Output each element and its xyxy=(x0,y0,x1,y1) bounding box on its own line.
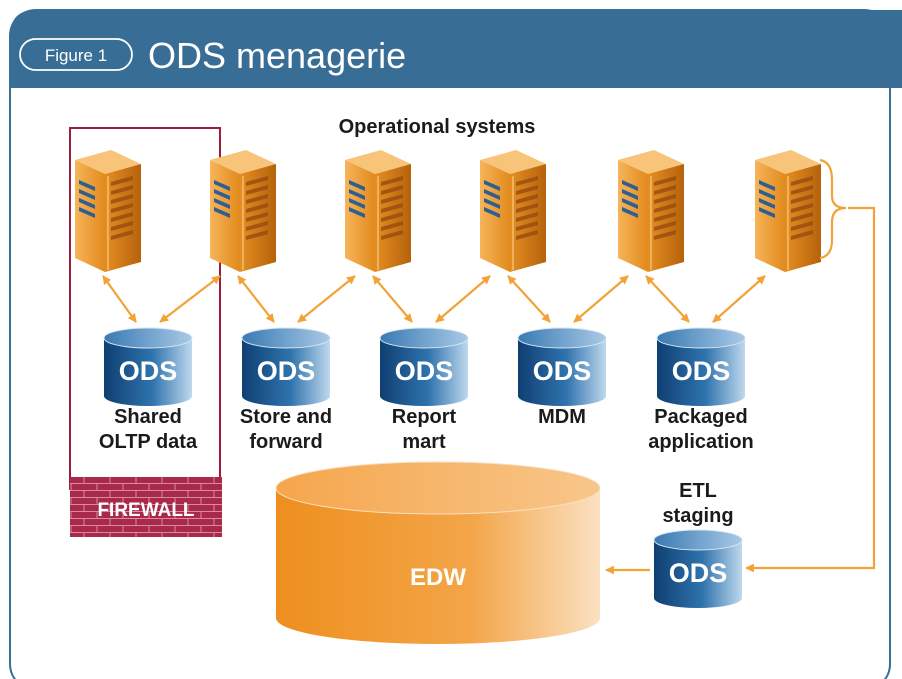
ods-cylinder: ODS xyxy=(241,327,331,406)
firewall-label: FIREWALL xyxy=(97,500,194,521)
figure-label: Figure 1 xyxy=(45,46,107,65)
figure-badge xyxy=(19,38,133,71)
ods-databases: ODS ODS ODS ODS ODS ODS xyxy=(103,327,746,608)
ods-caption-line: Store and xyxy=(240,406,332,428)
bidirectional-arrow xyxy=(297,275,356,323)
ods-label: ODS xyxy=(395,356,454,386)
brick-wall xyxy=(70,477,222,537)
bidirectional-arrow xyxy=(712,275,766,323)
ods-cylinder: ODS xyxy=(103,327,193,406)
ods-cylinder: ODS xyxy=(653,529,743,608)
operational-systems-label: Operational systems xyxy=(339,116,536,138)
ods-caption-line: Shared xyxy=(114,406,182,428)
bidirectional-arrow xyxy=(102,275,137,323)
bidirectional-arrow xyxy=(372,275,413,323)
bidirectional-arrow xyxy=(507,275,551,323)
firewall: FIREWALL xyxy=(69,127,222,537)
ods-caption-line: Packaged xyxy=(654,406,747,428)
connector-arrows xyxy=(102,275,766,323)
server-icon xyxy=(480,150,546,272)
ods-caption-line: mart xyxy=(402,431,446,453)
edw-database: EDW xyxy=(275,461,601,644)
ods-cylinder: ODS xyxy=(379,327,469,406)
server-icon xyxy=(210,150,276,272)
staging-caption-line2: staging xyxy=(662,505,733,527)
operational-servers xyxy=(75,150,821,272)
ods-label: ODS xyxy=(672,356,731,386)
bracket-connector xyxy=(745,158,876,573)
ods-label: ODS xyxy=(257,356,316,386)
ods-label: ODS xyxy=(119,356,178,386)
ods-cylinder: ODS xyxy=(656,327,746,406)
ods-caption-line: forward xyxy=(249,431,322,453)
server-icon xyxy=(75,150,141,272)
server-icon xyxy=(618,150,684,272)
ods-caption-line: MDM xyxy=(538,406,586,428)
bidirectional-arrow xyxy=(237,275,275,323)
ods-caption-line: OLTP data xyxy=(99,431,198,453)
bidirectional-arrow xyxy=(573,275,629,323)
bidirectional-arrow xyxy=(159,275,221,323)
server-icon xyxy=(345,150,411,272)
header-bar: Figure 1 ODS menagerie xyxy=(10,10,902,88)
server-icon xyxy=(755,150,821,272)
ods-cylinder: ODS xyxy=(517,327,607,406)
ods-caption-line: application xyxy=(648,431,754,453)
ods-caption-line: Report xyxy=(392,406,457,428)
ods-label: ODS xyxy=(533,356,592,386)
bidirectional-arrow xyxy=(645,275,690,323)
bidirectional-arrow xyxy=(435,275,491,323)
staging-caption-line1: ETL xyxy=(679,480,717,502)
page-title: ODS menagerie xyxy=(148,35,406,76)
ods-label: ODS xyxy=(669,558,728,588)
edw-label: EDW xyxy=(410,564,466,591)
